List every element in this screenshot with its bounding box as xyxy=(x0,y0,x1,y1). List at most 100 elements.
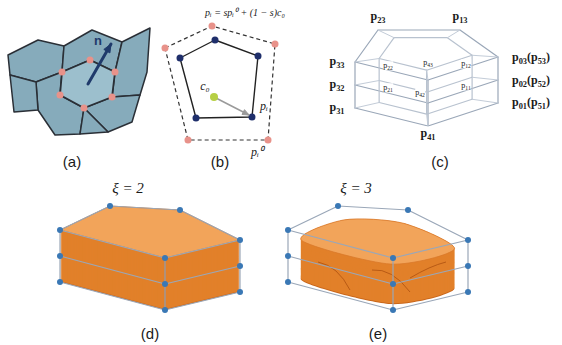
inner-cage-ring xyxy=(427,99,473,114)
cage-point xyxy=(390,307,396,313)
symbol: p xyxy=(329,77,336,91)
shrunk-vertex xyxy=(255,53,262,60)
subscript: 03 xyxy=(519,57,527,66)
subscript: 12 xyxy=(465,63,471,69)
cage-point xyxy=(237,289,243,295)
cage-point xyxy=(465,263,471,269)
order-label: ξ = 2 xyxy=(112,180,144,197)
outer-cage-ring xyxy=(428,103,498,126)
solid-body xyxy=(301,220,455,265)
point-label: pᵢ xyxy=(259,99,269,114)
cage-point xyxy=(177,207,183,213)
mesh-cell xyxy=(112,28,150,97)
inner-point-label: p42 xyxy=(415,88,425,97)
panel-letter: (e) xyxy=(369,325,387,342)
symbol: (p xyxy=(527,95,538,109)
connect-line xyxy=(355,81,379,86)
connect-line xyxy=(472,99,498,103)
solid-top xyxy=(60,206,240,258)
symbol: ) xyxy=(546,50,550,64)
symbol: ) xyxy=(546,73,550,87)
original-vertex xyxy=(162,45,169,52)
connect-line xyxy=(355,103,379,109)
shrunk-polygon xyxy=(180,40,258,118)
symbol: p xyxy=(420,126,427,140)
cage-point xyxy=(390,255,396,261)
inner-cage-ring xyxy=(379,103,426,115)
symbol: p xyxy=(512,73,519,87)
symbol: p xyxy=(329,54,336,68)
cage-ring xyxy=(60,282,165,310)
symbol: p xyxy=(383,83,387,92)
shrink-arrow-head xyxy=(242,110,249,115)
solid-body xyxy=(60,206,240,258)
cage-ring xyxy=(165,292,240,310)
shrink-arrow xyxy=(214,97,249,115)
cage-point xyxy=(465,289,471,295)
subscript: 52 xyxy=(538,80,546,89)
connect-line xyxy=(472,55,498,57)
panel-d xyxy=(57,203,243,313)
original-vertex xyxy=(272,41,279,48)
subscript: 22 xyxy=(387,65,393,71)
cage-ring xyxy=(288,256,393,284)
solid-body xyxy=(301,219,455,264)
symbol: p xyxy=(415,88,419,97)
centroid-label: c₀ xyxy=(199,79,211,94)
inner-cage-ring xyxy=(427,77,473,92)
subscript: 02 xyxy=(519,80,527,89)
symbol: (p xyxy=(527,73,538,87)
inner-point-label: p43 xyxy=(423,58,433,67)
symbol: p xyxy=(461,81,465,90)
subscript: 21 xyxy=(387,87,393,93)
inner-cage-edge xyxy=(426,70,427,114)
point-label: p13 xyxy=(451,9,468,24)
connect-line xyxy=(427,114,428,126)
cage-ring xyxy=(393,266,468,284)
cage-ring xyxy=(165,266,240,284)
connect-line xyxy=(472,77,498,80)
cage-point xyxy=(162,281,168,287)
panel-letter: (c) xyxy=(431,153,449,170)
subscript: 42 xyxy=(419,92,425,98)
cage-ring xyxy=(393,292,468,310)
normal-vector xyxy=(88,44,111,84)
connect-line xyxy=(427,70,428,80)
symbol: p xyxy=(461,59,465,68)
inner-cage-top xyxy=(379,38,472,70)
cell-vertex xyxy=(112,69,119,76)
connect-line xyxy=(447,30,460,38)
cell-vertex xyxy=(87,57,94,64)
outer-cage-ring xyxy=(355,85,428,103)
outer-cage-ring xyxy=(355,108,428,126)
subscript: 13 xyxy=(459,16,467,25)
original-vertex xyxy=(185,137,192,144)
cage-point xyxy=(285,279,291,285)
order-label: ξ = 3 xyxy=(340,180,372,197)
solid-top xyxy=(301,219,455,264)
symbol: p xyxy=(512,50,519,64)
cage-point xyxy=(465,237,471,243)
surface-curve xyxy=(318,262,446,292)
cell-vertex xyxy=(59,69,66,76)
cage-point xyxy=(390,281,396,287)
outer-cage-top xyxy=(355,30,498,80)
cage-point xyxy=(335,203,341,209)
panel-letter: (b) xyxy=(211,153,229,170)
symbol: p xyxy=(370,9,377,23)
subscript: 33 xyxy=(336,61,344,70)
cage-point xyxy=(57,253,63,259)
centroid xyxy=(210,93,218,101)
cage-top xyxy=(288,206,468,258)
cage-point xyxy=(237,263,243,269)
cage-point xyxy=(285,227,291,233)
cage-ring xyxy=(60,256,165,284)
symbol: p xyxy=(452,9,459,23)
normal-vector-head xyxy=(104,44,111,53)
subscript: 32 xyxy=(336,84,344,93)
panel-b xyxy=(162,23,279,144)
subscript: 01 xyxy=(519,102,527,111)
